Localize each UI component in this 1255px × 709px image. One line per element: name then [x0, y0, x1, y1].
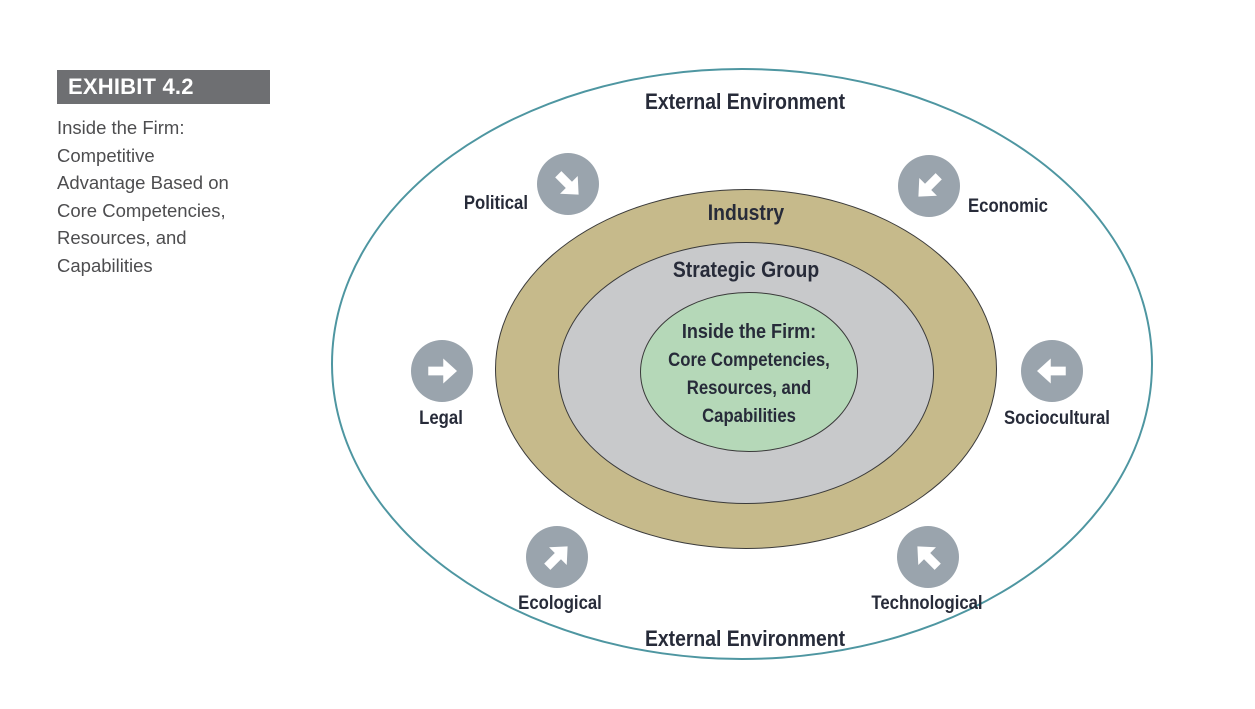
firm-core-text: Inside the Firm: Core Competencies, Reso… [617, 317, 881, 431]
factor-label-technological: Technological [871, 593, 983, 614]
external-environment-label-top: External Environment [644, 89, 846, 114]
factor-circle-ecological [526, 526, 588, 588]
inward-arrow-icon [1037, 358, 1066, 384]
industry-label: Industry [707, 200, 785, 225]
factor-circle-economic [898, 155, 960, 217]
factor-label-legal: Legal [419, 408, 463, 429]
exhibit-caption: Inside the Firm: Competitive Advantage B… [57, 117, 229, 276]
inward-arrow-icon [555, 171, 579, 195]
factor-label-sociocultural: Sociocultural [1004, 408, 1110, 429]
factor-label-economic: Economic [968, 196, 1048, 217]
firm-line: Core Competencies, [668, 350, 830, 371]
firm-line: Capabilities [702, 406, 796, 427]
strategic-group-label: Strategic Group [672, 257, 820, 282]
factor-circle-technological [897, 526, 959, 588]
factor-label-political: Political [463, 193, 528, 214]
firm-ellipse [640, 292, 858, 452]
exhibit-tag: EXHIBIT 4.2 [57, 70, 270, 104]
factor-label-ecological: Ecological [518, 593, 602, 614]
factor-circle-legal [411, 340, 473, 402]
inward-arrow-icon [918, 173, 942, 197]
inward-arrow-icon [428, 358, 457, 384]
firm-line: Resources, and [686, 378, 812, 399]
inward-arrow-icon [544, 546, 568, 570]
firm-title: Inside the Firm: [681, 320, 817, 343]
inward-arrow-icon [917, 546, 941, 570]
factor-circle-political [537, 153, 599, 215]
external-environment-label-bottom: External Environment [644, 626, 846, 651]
factor-circle-sociocultural [1021, 340, 1083, 402]
